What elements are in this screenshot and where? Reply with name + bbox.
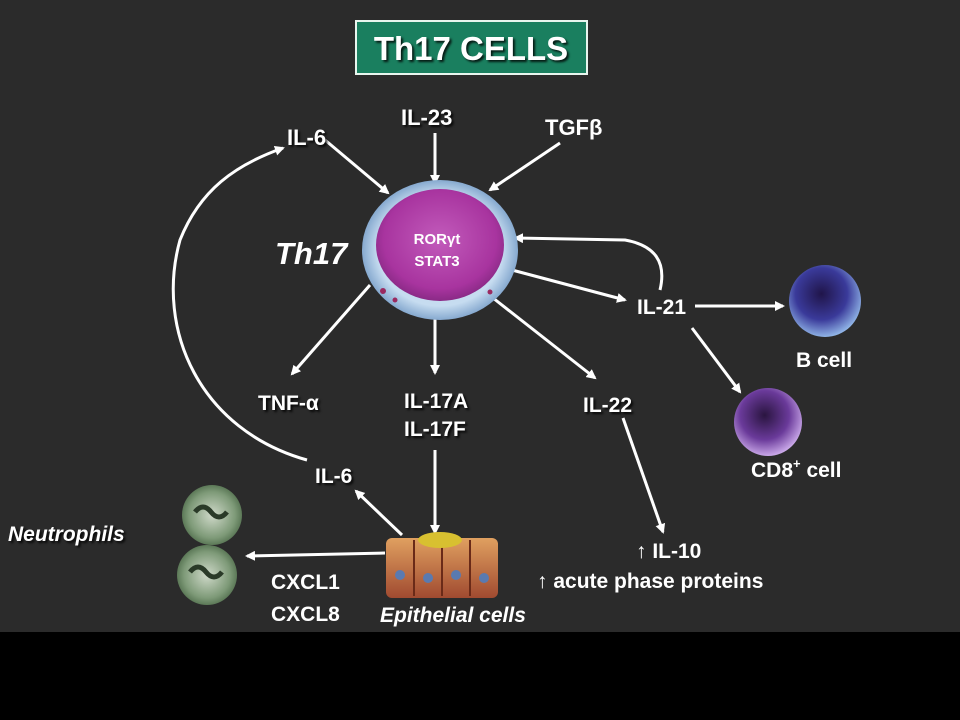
factor-rorgt: RORγt (414, 231, 461, 248)
arrow-epithelial-to-il6 (354, 489, 404, 537)
label-il17f: IL-17F (404, 418, 466, 441)
label-cxcl1: CXCL1 (271, 571, 340, 594)
arrow-il6-feedback-loop (171, 145, 308, 462)
label-cd8-cell: CD8+ cell (751, 456, 841, 482)
page-title: Th17 CELLS (374, 30, 568, 67)
arrow-th17-to-tnfa (290, 284, 372, 376)
label-cxcl8: CXCL8 (271, 603, 340, 626)
neutrophil-images (177, 485, 242, 605)
arrows (171, 133, 785, 561)
arrow-il6-to-th17 (324, 138, 390, 195)
arrow-il21-autocrine (513, 233, 664, 291)
cd8-cell-image (734, 388, 802, 456)
arrow-tgfb-to-th17 (488, 141, 561, 192)
label-il21: IL-21 (637, 296, 686, 319)
arrow-epithelial-to-neutrophils (245, 550, 386, 561)
title-box: Th17 CELLS (355, 20, 588, 75)
label-il23: IL-23 (401, 105, 452, 130)
arrow-th17-to-il22 (492, 296, 597, 380)
label-b-cell: B cell (796, 349, 852, 372)
label-il6-input: IL-6 (287, 125, 326, 150)
factor-stat3: STAT3 (414, 253, 459, 270)
label-epithelial-cells: Epithelial cells (380, 604, 526, 627)
arrow-th17-to-il21 (511, 268, 627, 303)
b-cell-image (789, 265, 861, 337)
label-neutrophils: Neutrophils (8, 523, 125, 546)
label-il6-epithelial: IL-6 (315, 465, 352, 488)
epithelial-cells-image (386, 532, 498, 598)
diagram-canvas: Th17 CELLS RORγt STAT3 Th17 IL-6 IL-23 T… (8, 20, 861, 627)
label-tnfa: TNF-α (258, 392, 319, 415)
th17-cell: RORγt STAT3 (362, 180, 518, 320)
label-tgfb: TGFβ (545, 115, 602, 140)
label-il17a: IL-17A (404, 390, 468, 413)
arrow-il22-to-il10 (621, 417, 666, 534)
arrow-il21-to-cd8 (690, 327, 742, 394)
label-il22: IL-22 (583, 394, 632, 417)
label-acute-phase-up: ↑ acute phase proteins (537, 570, 763, 593)
bottom-black-band (0, 632, 960, 720)
th17-label: Th17 (275, 236, 349, 271)
label-il10-up: ↑ IL-10 (636, 540, 701, 563)
